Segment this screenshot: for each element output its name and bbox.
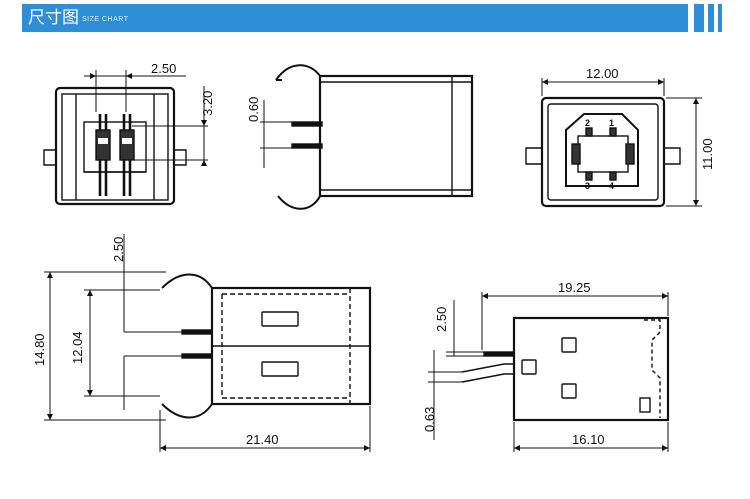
front-view-outline (54, 86, 176, 206)
header-stripe (718, 4, 722, 32)
header-stripe (708, 4, 714, 32)
side-pin-dim: 0.60 (246, 97, 261, 122)
header: 尺寸图 SIZE CHART (0, 0, 750, 36)
port-height-dim: 11.00 (700, 138, 715, 170)
top-pin-pitch-dim: 2.50 (111, 237, 126, 262)
top-inner-height-dim: 12.04 (70, 331, 85, 364)
port-width-dim: 12.00 (586, 66, 619, 81)
drawing-canvas: 2.50 3.20 0.60 2 1 (0, 36, 750, 499)
header-stripe (694, 4, 704, 32)
page-title: 尺寸图 (28, 8, 79, 28)
front-width-dim: 2.50 (151, 61, 176, 76)
detail-pin-pitch-dim: 2.50 (434, 307, 449, 332)
front-view: 2.50 3.20 (43, 61, 215, 206)
detail-length-dim: 19.25 (558, 280, 591, 295)
side-view-outline (318, 74, 474, 198)
detail-body-length-dim: 16.10 (572, 432, 605, 447)
front-view-inner (61, 93, 169, 201)
pin-label: 2 (585, 118, 590, 128)
top-view: 2.50 12.04 14.80 21.40 (32, 234, 372, 452)
front-height-dim: 3.20 (200, 91, 215, 116)
top-length-dim: 21.40 (246, 432, 279, 447)
page-subtitle: SIZE CHART (82, 16, 129, 23)
detail-pin-thickness-dim: 0.63 (422, 407, 437, 432)
pin-label: 1 (609, 118, 614, 128)
header-bar: 尺寸图 SIZE CHART (22, 4, 688, 32)
top-height-dim: 14.80 (32, 333, 47, 366)
side-detail-outline (512, 316, 670, 422)
pin-label: 4 (609, 181, 614, 191)
port-view: 2 1 3 4 12.00 11.00 (525, 66, 715, 208)
side-detail-view: 2.50 0.63 19.25 16.10 (422, 280, 670, 452)
side-view: 0.60 (246, 64, 474, 210)
pin-label: 3 (585, 181, 590, 191)
